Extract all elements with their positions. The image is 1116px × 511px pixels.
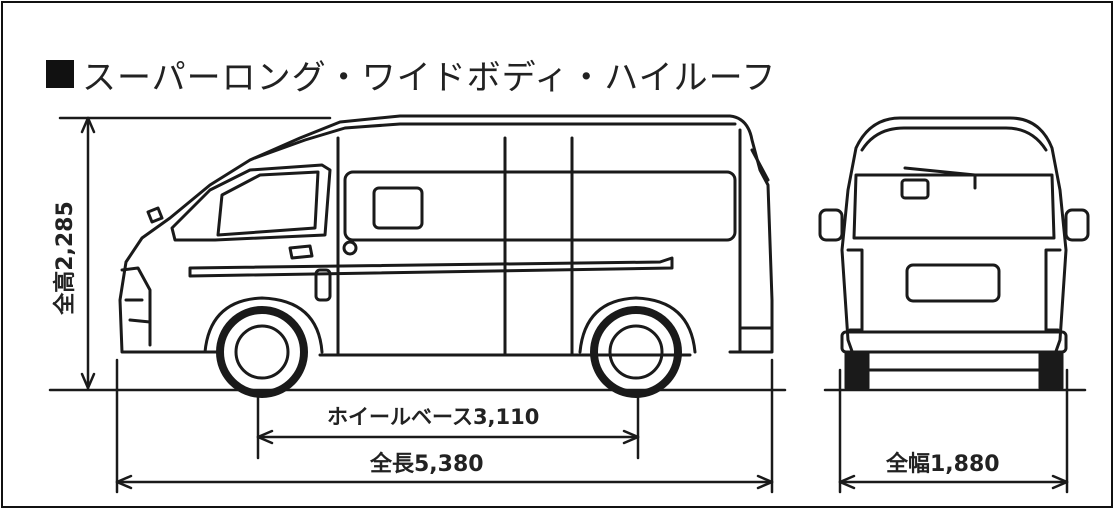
length-label: 全長5,380: [366, 446, 488, 478]
width-label: 全幅1,880: [882, 446, 1004, 478]
title-text: スーパーロング・ワイドボディ・ハイルーフ: [82, 57, 777, 98]
side-view-van: [118, 114, 774, 398]
height-label: 全高2,285: [47, 197, 79, 319]
title-square-bullet: [46, 60, 74, 88]
diagram-title: スーパーロング・ワイドボディ・ハイルーフ: [46, 50, 777, 98]
wheelbase-label: ホイールベース3,110: [323, 401, 544, 431]
front-view-van: [818, 116, 1090, 390]
height-label-wrap: 全高2,285: [40, 183, 86, 333]
dimension-lines: [48, 116, 1087, 494]
